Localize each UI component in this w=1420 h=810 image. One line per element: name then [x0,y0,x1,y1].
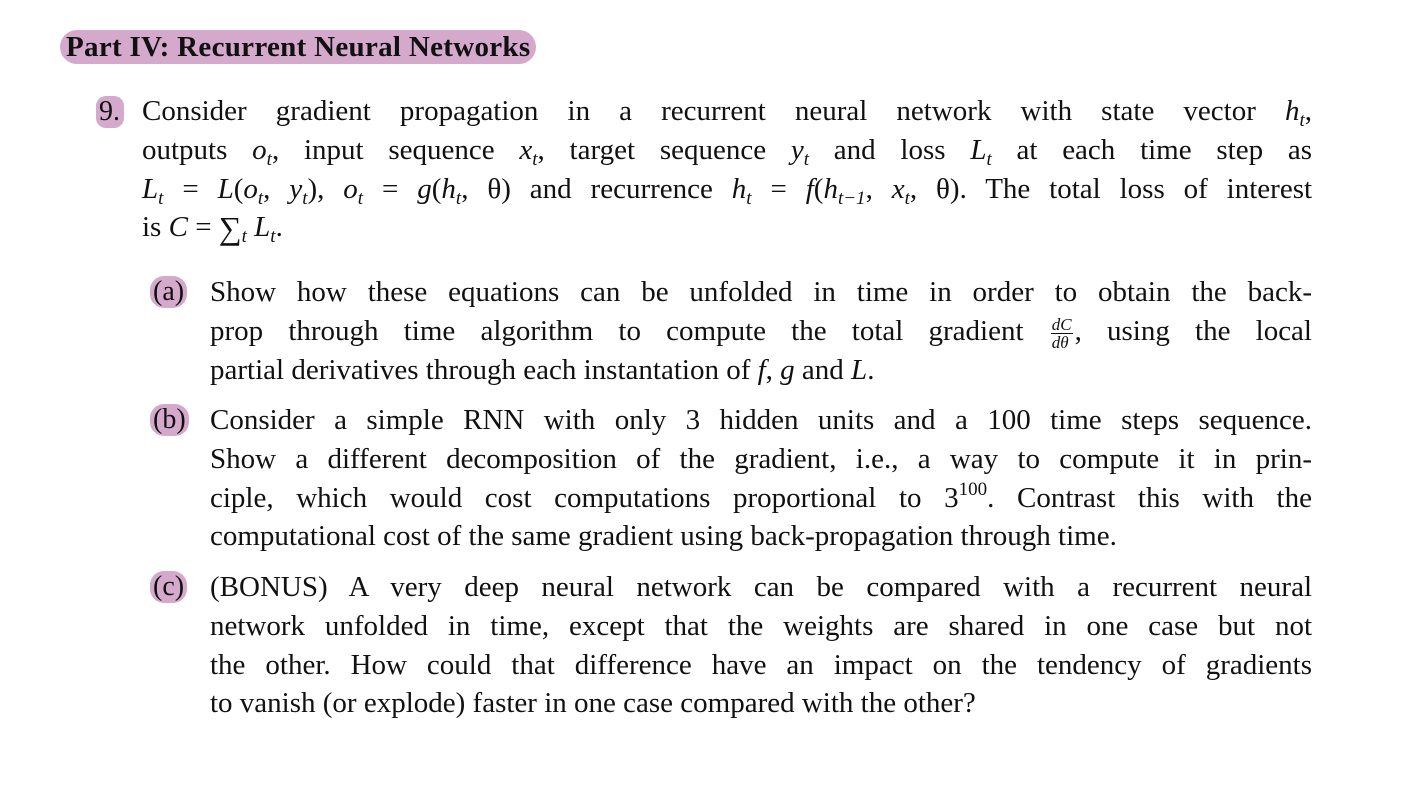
math-subscript: t [1299,110,1305,131]
text-run: ( [431,172,442,205]
text-run: partial derivatives through each instant… [210,353,758,386]
math-var: h [441,172,456,205]
text-run: and loss [809,133,971,166]
math-subscript: t [158,187,164,209]
text-run: prop through time algorithm to compute t… [210,314,1049,347]
text-run: ( [233,172,244,205]
math-var: h [1284,95,1300,127]
stem-line-1: Consider gradient propagation in a recur… [142,92,1312,131]
text-run: , target sequence [537,133,791,166]
subpart-a-line-2: prop through time algorithm to compute t… [210,312,1312,351]
math-var: g [780,353,795,386]
math-var: o [343,172,358,205]
stem-line-3: Lt = L(ot, yt), ot = g(ht, θ) and recurr… [142,170,1312,209]
problem-number-badge: 9. [96,96,124,128]
text-run: , [865,172,892,205]
exponent: 100 [958,478,988,500]
text-run: , θ) and recurrence [461,172,732,205]
subpart-c-line-4: to vanish (or explode) faster in one cas… [210,687,976,720]
subpart-label-b: (b) [150,404,189,436]
math-subscript: t [746,187,752,209]
fraction-numerator: dC [1050,314,1073,334]
text-run: , θ). The total loss of interest [909,172,1313,205]
math-subscript: t [302,187,308,209]
section-heading: Part IV: Recurrent Neural Networks [60,30,537,64]
subpart-c-line-1: (BONUS) A very deep neural network can b… [210,571,1312,603]
stem-line-4: is C = ∑t Lt. [142,208,1312,248]
subpart-c-line-2: network unfolded in time, except that th… [210,609,1312,642]
math-subscript: t [455,187,462,209]
subpart-c-line-3: the other. How could that difference hav… [210,648,1312,681]
text-run: at each time step as [991,133,1313,166]
math-var: o [252,133,267,166]
math-subscript: t [986,148,992,170]
text-run: ), [307,172,344,205]
math-var: x [519,133,533,166]
math-subscript: t [270,226,276,248]
text-run: , using the local [1074,314,1312,347]
subpart-b-text: Consider a simple RNN with only 3 hidden… [210,401,1312,556]
math-var: L [217,172,234,205]
math-subscript: t [357,187,364,209]
math-subscript: t−1 [837,187,866,209]
math-var: L [970,133,987,166]
math-var: y [790,133,804,166]
math-var: o [243,172,258,205]
text-run: is [142,211,169,244]
math-var: f [757,353,766,386]
summation-symbol: ∑ [218,210,242,247]
text-run: = [187,211,219,244]
math-subscript: t [257,187,264,209]
subpart-c-text: (BONUS) A very deep neural network can b… [210,568,1312,723]
text-run: . Contrast this with the [987,481,1312,514]
text-run: = [363,172,418,205]
text-run: = [751,172,806,205]
text-run: , [263,172,290,205]
subpart-b-line-3: ciple, which would cost computations pro… [210,479,1312,518]
text-run: , [765,353,781,386]
subpart-a-line-1: Show how these equations can be unfolded… [210,276,1312,308]
math-var: y [289,172,303,205]
text-run: = [163,172,218,205]
math-var: h [731,172,747,205]
fraction-denominator: dθ [1051,332,1069,352]
stem-line-2: outputs ot, input sequence xt, target se… [142,131,1312,170]
problem-stem: Consider gradient propagation in a recur… [142,92,1312,248]
subpart-a-text: Show how these equations can be unfolded… [210,273,1312,389]
math-subscript: t [266,148,272,170]
subpart-b-line-1: Consider a simple RNN with only 3 hidden… [210,404,1312,436]
math-subscript: t [904,187,910,209]
math-var: L [851,353,868,386]
text-run: ciple, which would cost computations pro… [210,481,959,514]
subpart-label-c: (c) [150,571,188,603]
text-run: and [794,353,852,386]
text-run: , input sequence [271,133,520,166]
math-var: g [417,172,432,205]
math-var: L [254,211,271,244]
text-run: Consider gradient propagation in a recur… [142,95,1285,127]
math-var: h [823,172,838,205]
math-var: x [891,172,905,205]
subpart-b-line-4: computational cost of the same gradient … [210,520,1117,553]
subpart-a-line-3: partial derivatives through each instant… [210,351,1312,390]
text-run: . [275,211,283,244]
text-run: outputs [142,133,253,166]
text-run: , [1304,95,1312,127]
math-var: C [168,211,188,244]
text-run: . [867,353,875,386]
text-run: ( [813,172,824,205]
math-var: L [142,172,159,205]
subpart-label-a: (a) [150,276,188,308]
math-subscript: t [803,148,810,170]
math-subscript: t [532,148,538,170]
subpart-b-line-2: Show a different decomposition of the gr… [210,442,1312,475]
math-var: f [805,172,814,205]
math-subscript: t [241,226,247,248]
